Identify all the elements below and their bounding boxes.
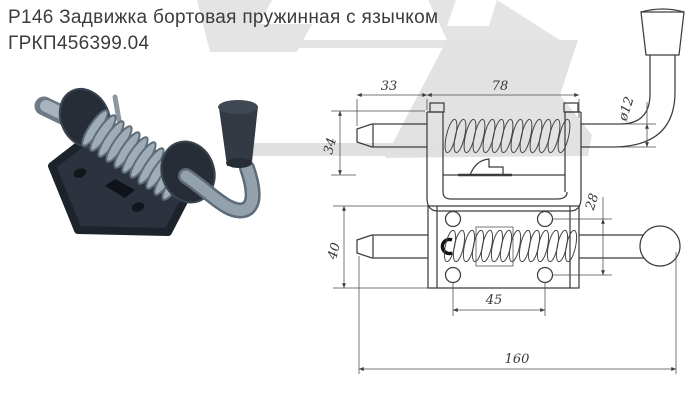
dim-160-label: 160 — [505, 352, 530, 367]
render-pin — [112, 94, 122, 123]
plan-hole — [536, 210, 554, 228]
plan-view — [356, 205, 681, 289]
dimension-33: 33 — [356, 79, 428, 126]
watermark-chevron-left — [197, 0, 312, 52]
dimension-diameter-12: ø12 — [600, 95, 656, 148]
product-title: Р146 Задвижка бортовая пружинная с язычк… — [8, 7, 439, 28]
plan-spring-hook — [440, 237, 453, 256]
watermark-stripe — [226, 143, 545, 156]
dimension-78: 78 — [427, 79, 580, 118]
plan-tongue-plate — [475, 226, 514, 267]
plan-hole — [444, 266, 462, 284]
plan-view-dimensions: 40 28 45 160 — [325, 192, 677, 374]
product-code: ГРКП456399.04 — [8, 33, 150, 54]
plan-hole — [536, 266, 554, 284]
dimension-160: 160 — [358, 252, 677, 374]
render-handle — [178, 160, 261, 219]
watermark-logo — [197, 0, 592, 158]
side-view-dimensions: 33 78 ø12 34 — [321, 79, 656, 176]
dimension-28: 28 — [552, 192, 612, 276]
dimension-34: 34 — [321, 110, 425, 176]
dim-34-label: 34 — [321, 136, 340, 156]
page-title: Р146 Задвижка бортовая пружинная с язычк… — [8, 5, 438, 57]
plan-bolt-tip — [356, 234, 373, 259]
side-handle — [581, 8, 685, 148]
dim-diameter-label: ø12 — [615, 95, 637, 124]
side-tongue — [469, 158, 504, 176]
plan-hole — [444, 210, 462, 228]
dim-33-label: 33 — [381, 79, 398, 94]
side-knob — [640, 11, 685, 56]
side-channel-outer — [426, 197, 582, 212]
side-bolt-tip — [356, 123, 373, 148]
side-spring — [444, 118, 571, 154]
dim-45-label: 45 — [485, 293, 503, 308]
side-channel-inner — [442, 191, 568, 200]
dimension-45: 45 — [452, 283, 546, 316]
plan-knob — [639, 225, 681, 267]
render-slot — [105, 179, 135, 198]
dim-28-label: 28 — [583, 192, 603, 213]
dim-78-label: 78 — [492, 79, 509, 94]
render-hole — [73, 168, 87, 178]
render-hole — [131, 202, 145, 212]
render-knob — [218, 100, 258, 168]
plan-plate — [427, 205, 580, 289]
dim-40-label: 40 — [325, 241, 344, 262]
product-3d-render — [34, 87, 261, 236]
watermark-trapezoid — [385, 40, 592, 158]
watermark-chevron-top — [428, 0, 560, 40]
plan-spring — [443, 229, 578, 263]
dimension-40: 40 — [325, 205, 428, 289]
